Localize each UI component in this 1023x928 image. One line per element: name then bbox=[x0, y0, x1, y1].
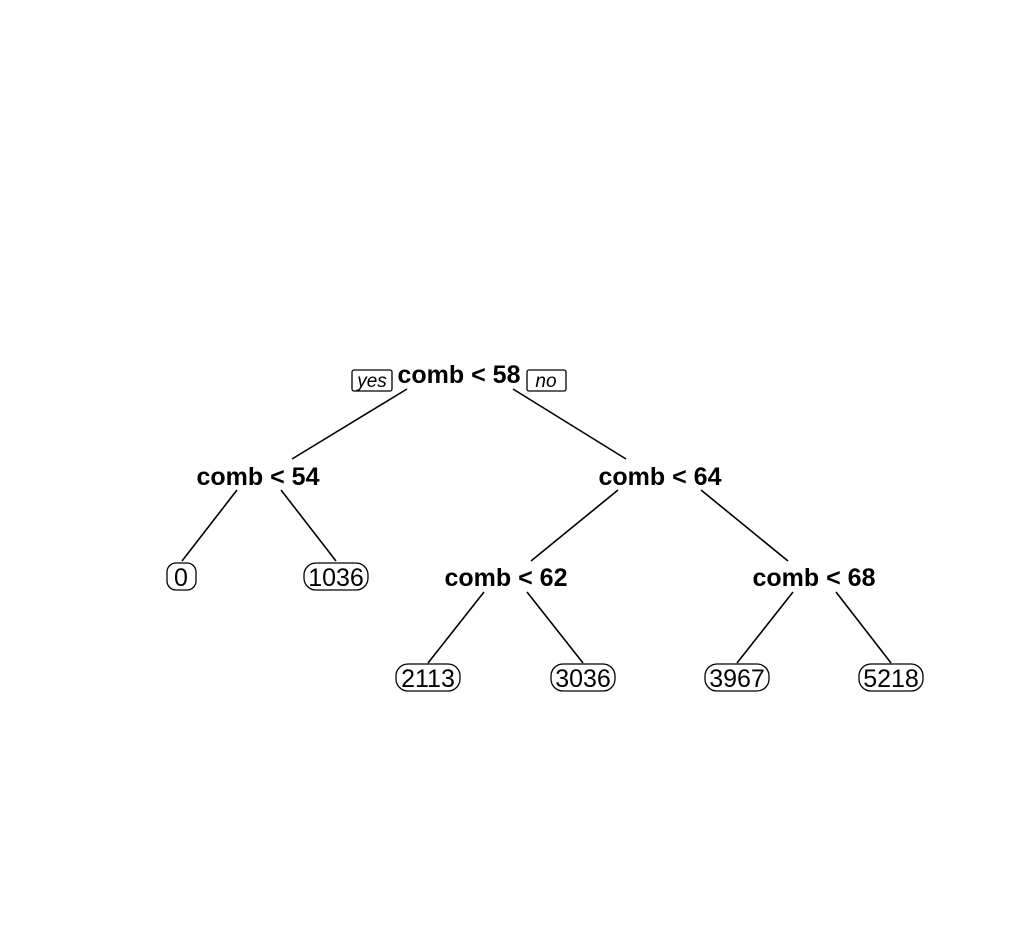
svg-text:3036: 3036 bbox=[555, 665, 611, 693]
leaf-node: 5218 bbox=[858, 663, 924, 693]
edge-rl-leaf-3 bbox=[526, 591, 584, 664]
root-split-label: comb < 58 bbox=[398, 361, 521, 389]
leaf-node: 3036 bbox=[550, 663, 616, 693]
leaf-node: 3967 bbox=[704, 663, 770, 693]
leaf-node: 0 bbox=[166, 562, 197, 592]
edge-left-leaf-0 bbox=[181, 489, 238, 562]
right-right-split-label: comb < 68 bbox=[753, 564, 876, 592]
edge-root-right bbox=[512, 388, 627, 460]
leaf-node: 1036 bbox=[303, 562, 369, 592]
edge-rr-leaf-5 bbox=[835, 591, 892, 664]
edge-right-rl bbox=[530, 489, 619, 562]
edge-rr-leaf-4 bbox=[736, 591, 794, 664]
leaf-node: 2113 bbox=[395, 663, 461, 693]
svg-text:3967: 3967 bbox=[709, 665, 765, 693]
edge-right-rr bbox=[700, 489, 789, 562]
svg-text:5218: 5218 bbox=[863, 665, 919, 693]
no-branch-label: no bbox=[526, 369, 567, 392]
right-split-label: comb < 64 bbox=[599, 463, 722, 491]
edge-root-left bbox=[291, 388, 408, 460]
svg-text:0: 0 bbox=[174, 564, 188, 592]
yes-branch-label: yes bbox=[351, 369, 393, 392]
edge-left-leaf-1 bbox=[280, 489, 337, 562]
svg-text:2113: 2113 bbox=[401, 665, 455, 693]
svg-text:yes: yes bbox=[355, 371, 387, 392]
svg-text:no: no bbox=[535, 371, 556, 392]
right-left-split-label: comb < 62 bbox=[445, 564, 568, 592]
edge-rl-leaf-2 bbox=[427, 591, 485, 664]
svg-text:1036: 1036 bbox=[308, 564, 364, 592]
left-split-label: comb < 54 bbox=[197, 463, 320, 491]
